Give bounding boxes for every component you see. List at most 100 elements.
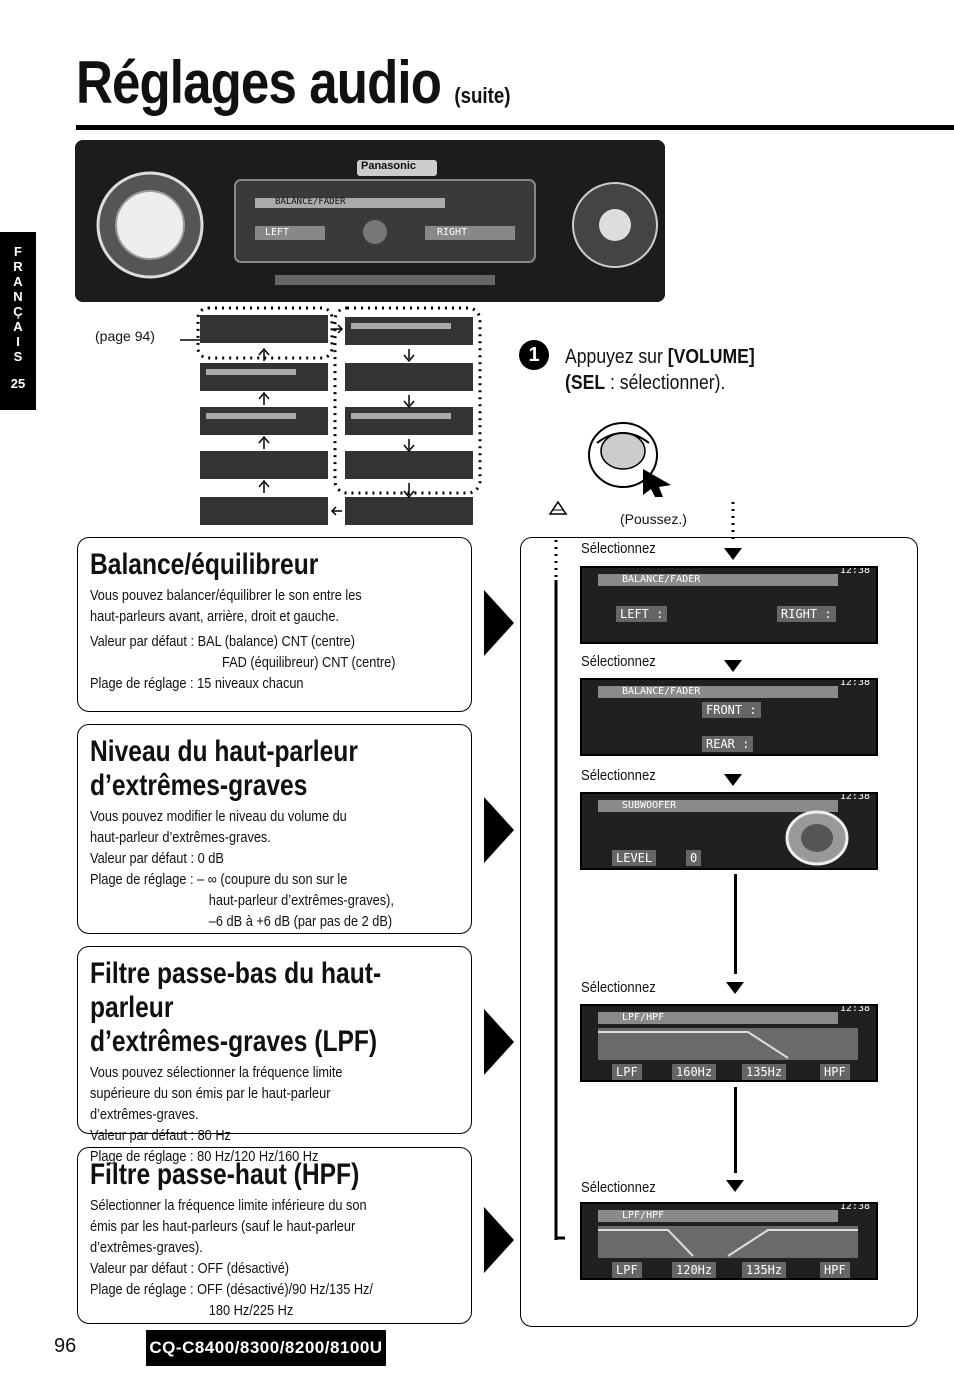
step-text-prefix: Appuyez sur xyxy=(565,346,668,368)
language-tab: F R A N Ç A I S 25 xyxy=(0,232,36,410)
dotted-connector xyxy=(731,502,735,540)
section-subwoofer-level: Niveau du haut-parleur d’extrêmes-graves… xyxy=(77,724,472,934)
lcd-left-label: LEFT xyxy=(265,227,290,238)
adjust-range: Plage de réglage : 80 Hz/120 Hz/160 Hz xyxy=(90,1149,319,1165)
page-reference: (page 94) xyxy=(95,328,155,344)
step-number: 1 xyxy=(519,340,549,370)
display-value: 135Hz xyxy=(742,1262,787,1278)
adjust-range-cont: haut-parleur d’extrêmes-graves), xyxy=(208,893,394,909)
display-value: 120Hz xyxy=(672,1262,717,1278)
display-label: LPF xyxy=(612,1262,642,1278)
title-line: d’extrêmes-graves xyxy=(90,769,308,802)
lcd-display-lpf: 12:38 LPF/HPF LPF 160Hz 135Hz HPF xyxy=(580,1004,878,1082)
brand-logo: Panasonic xyxy=(361,160,417,172)
adjust-range: Plage de réglage : – ∞ (coupure du son s… xyxy=(90,872,348,888)
clock: 12:38 xyxy=(839,792,870,802)
adjust-range: Plage de réglage : OFF (désactivé)/90 Hz… xyxy=(90,1282,373,1298)
title-line: d’extrêmes-graves (LPF) xyxy=(90,1025,378,1058)
speaker-icon xyxy=(785,810,849,866)
model-badge: CQ-C8400/8300/8200/8100U xyxy=(146,1330,386,1366)
section-desc-line: Vous pouvez sélectionner la fréquence li… xyxy=(90,1065,343,1081)
push-label: (Poussez.) xyxy=(620,511,687,527)
display-label: RIGHT : xyxy=(777,606,836,622)
section-hpf: Filtre passe-haut (HPF) Sélectionner la … xyxy=(77,1147,472,1324)
default-value-cont: FAD (équilibreur) CNT (centre) xyxy=(222,655,396,671)
display-value: 0 xyxy=(686,850,702,866)
title-text: Réglages audio xyxy=(76,49,442,116)
select-label: Sélectionnez xyxy=(581,541,656,557)
return-line xyxy=(554,540,565,1240)
lang-letter: A xyxy=(13,274,23,289)
lang-letter: A xyxy=(13,319,23,334)
lcd-header-label: BALANCE/FADER xyxy=(275,197,346,207)
pointer-triangle xyxy=(484,1207,514,1273)
section-desc-line: haut-parleurs avant, arrière, droit et g… xyxy=(90,609,339,625)
lcd-display-fader: 12:38 BALANCE/FADER FRONT : REAR : xyxy=(580,678,878,756)
section-desc-line: supérieure du son émis par le haut-parle… xyxy=(90,1086,331,1102)
display-header: BALANCE/FADER xyxy=(598,574,838,586)
clock: 12:38 xyxy=(839,1004,870,1014)
selection-panel xyxy=(520,537,918,1327)
display-header: LPF/HPF xyxy=(598,1210,838,1222)
pointer-triangle xyxy=(484,590,514,656)
step-text-rest: : sélectionner). xyxy=(605,372,726,394)
lang-letter: R xyxy=(13,259,23,274)
step-instruction: Appuyez sur [VOLUME] (SEL : sélectionner… xyxy=(565,344,755,396)
select-label: Sélectionnez xyxy=(581,1180,656,1196)
lcd-display-balance: 12:38 BALANCE/FADER LEFT : RIGHT : xyxy=(580,566,878,644)
display-header: SUBWOOFER xyxy=(598,800,838,812)
section-lpf: Filtre passe-bas du haut-parleur d’extrê… xyxy=(77,946,472,1165)
clock: 12:38 xyxy=(839,566,870,576)
display-label: FRONT : xyxy=(702,702,761,718)
section-desc-line: d’extrêmes-graves. xyxy=(90,1107,199,1123)
down-arrow-icon xyxy=(726,1180,744,1192)
title-line: Niveau du haut-parleur xyxy=(90,735,358,768)
default-value: Valeur par défaut : OFF (désactivé) xyxy=(90,1261,290,1277)
down-arrow-icon xyxy=(726,982,744,994)
section-title: Balance/équilibreur xyxy=(90,548,319,581)
up-arrow-icon xyxy=(548,500,568,515)
display-label: HPF xyxy=(820,1064,850,1080)
section-balance: Balance/équilibreur Vous pouvez balancer… xyxy=(77,537,472,712)
device-faceplate-illustration: Panasonic BALANCE/FADER LEFT RIGHT xyxy=(75,140,665,302)
section-desc-line: émis par les haut-parleurs (sauf le haut… xyxy=(90,1219,356,1235)
lcd-display-hpf: 12:38 LPF/HPF LPF 120Hz 135Hz HPF xyxy=(580,1202,878,1280)
title-line: Filtre passe-bas du haut-parleur xyxy=(90,957,382,1024)
section-title: Filtre passe-haut (HPF) xyxy=(90,1158,360,1191)
default-value: Valeur par défaut : 80 Hz xyxy=(90,1128,231,1144)
lang-letter: S xyxy=(13,349,23,364)
filter-curve xyxy=(598,1226,858,1258)
section-desc-line: Sélectionner la fréquence limite inférie… xyxy=(90,1198,367,1214)
section-desc-line: Vous pouvez modifier le niveau du volume… xyxy=(90,809,347,825)
adjust-range: Plage de réglage : 15 niveaux chacun xyxy=(90,676,304,692)
lang-tab-number: 25 xyxy=(10,376,26,391)
section-desc-line: Vous pouvez balancer/équilibrer le son e… xyxy=(90,588,362,604)
select-label: Sélectionnez xyxy=(581,980,656,996)
title-suffix: (suite) xyxy=(454,83,511,108)
lang-letter: Ç xyxy=(13,304,23,319)
adjust-range-cont: 180 Hz/225 Hz xyxy=(208,1303,294,1319)
select-label: Sélectionnez xyxy=(581,768,656,784)
lang-letter: N xyxy=(13,289,23,304)
volume-knob-icon xyxy=(588,422,671,497)
adjust-range-cont: –6 dB à +6 dB (par pas de 2 dB) xyxy=(208,914,393,930)
page-title: Réglages audio (suite) xyxy=(76,48,510,117)
down-arrow-icon xyxy=(724,774,742,786)
display-header: BALANCE/FADER xyxy=(598,686,838,698)
section-title: Filtre passe-bas du haut-parleur d’extrê… xyxy=(90,957,459,1059)
clock: 12:38 xyxy=(839,678,870,688)
sel-key: (SEL xyxy=(565,372,606,394)
filter-curve xyxy=(598,1028,858,1060)
pointer-triangle xyxy=(484,1009,514,1075)
clock: 12:38 xyxy=(839,1202,870,1212)
down-arrow-icon xyxy=(724,548,742,560)
lcd-display-subwoofer: 12:38 SUBWOOFER LEVEL 0 xyxy=(580,792,878,870)
flow-line xyxy=(734,1087,737,1173)
default-value: Valeur par défaut : 0 dB xyxy=(90,851,224,867)
lang-letter: I xyxy=(16,334,20,349)
flow-line xyxy=(734,874,737,974)
display-label: LEVEL xyxy=(612,850,657,866)
section-desc-line: d’extrêmes-graves). xyxy=(90,1240,203,1256)
section-title: Niveau du haut-parleur d’extrêmes-graves xyxy=(90,735,459,803)
section-desc-line: haut-parleur d’extrêmes-graves. xyxy=(90,830,271,846)
